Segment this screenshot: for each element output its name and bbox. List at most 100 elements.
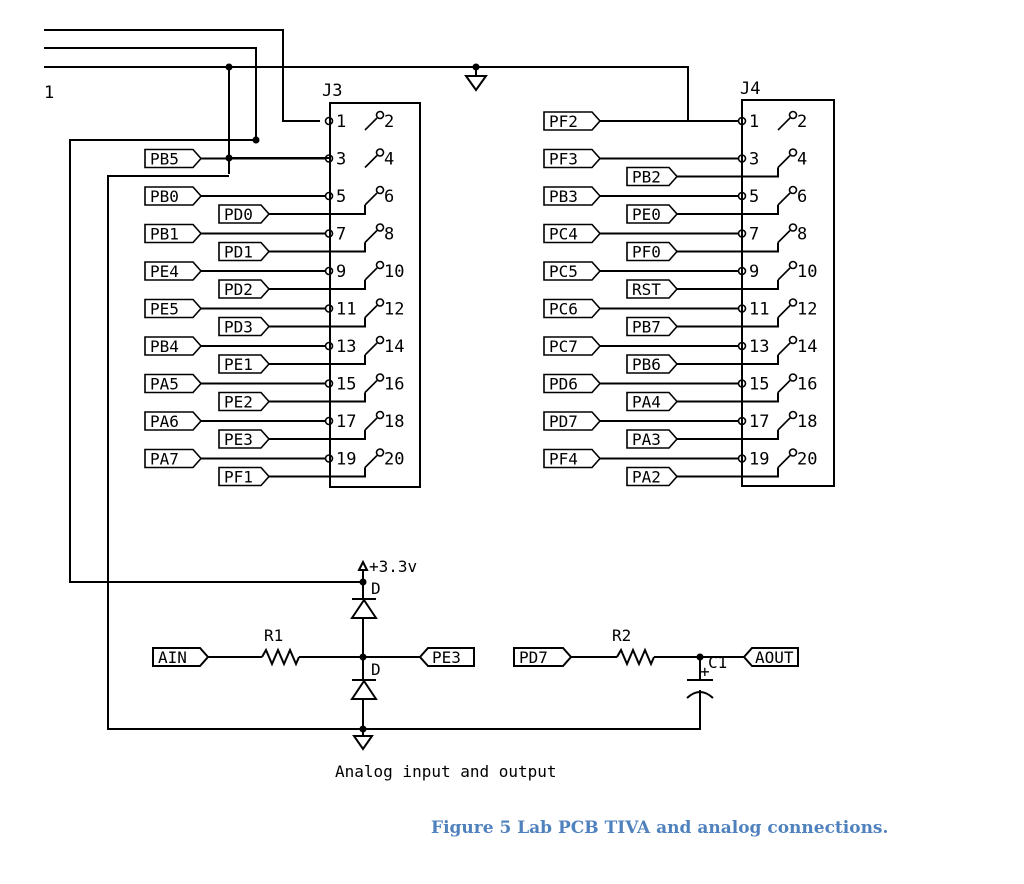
- header-j3-body: [329, 102, 421, 488]
- diode-top-icon: [350, 594, 378, 657]
- signal-label: PD6: [549, 375, 578, 394]
- signal-label: PE0: [632, 205, 661, 224]
- resistor-r1-icon: [261, 647, 300, 667]
- junction-dot: [225, 63, 233, 71]
- pin-number: 16: [384, 375, 404, 395]
- pin-number: 13: [749, 337, 769, 357]
- pin-number: 14: [384, 337, 404, 357]
- junction-dot: [252, 136, 260, 144]
- signal-port: [543, 298, 602, 319]
- pin-j4-4: [788, 148, 798, 157]
- signal-port: [543, 411, 602, 431]
- signal-label: PD1: [224, 243, 253, 262]
- signal-port: [626, 466, 679, 487]
- pin-number: 12: [384, 300, 404, 320]
- signal-label: PB7: [632, 318, 661, 337]
- signal-port: [626, 391, 679, 412]
- signal-label: PE2: [224, 393, 253, 412]
- pin-number: 2: [384, 112, 394, 132]
- pin-number: 15: [749, 375, 769, 395]
- signal-port: [543, 448, 602, 469]
- ain-label: AIN: [158, 648, 187, 667]
- pin-j3-10: [375, 260, 385, 270]
- pin-number: 3: [749, 150, 759, 170]
- signal-port: [626, 204, 679, 224]
- signal-port: [543, 261, 602, 281]
- signal-port: [144, 298, 203, 319]
- signal-label: PD3: [224, 318, 253, 337]
- pin-number: 19: [336, 450, 356, 470]
- signal-port: [626, 429, 679, 449]
- signal-port: [543, 373, 602, 394]
- pin-number: 1: [749, 112, 759, 132]
- signal-port: [626, 316, 679, 337]
- pin-number: 20: [797, 450, 817, 470]
- signal-port: [144, 148, 203, 169]
- signal-label: PC5: [549, 262, 578, 281]
- pin-j4-16: [788, 373, 798, 382]
- signal-port: [543, 336, 602, 356]
- junction-dot: [359, 725, 367, 733]
- pin-number: 18: [797, 412, 817, 432]
- top-label: 1: [44, 83, 54, 103]
- pin-number: 4: [797, 150, 807, 170]
- signal-label: PB2: [632, 168, 661, 187]
- pin-j3-4: [375, 148, 385, 157]
- signal-port: [218, 429, 271, 449]
- signal-port: [218, 466, 271, 487]
- header-j4-body: [741, 99, 835, 487]
- signal-port: [144, 411, 203, 431]
- pe3-port: [418, 647, 475, 667]
- r2-label: R2: [612, 626, 631, 645]
- signal-port: [144, 448, 203, 469]
- pin-number: 12: [797, 300, 817, 320]
- pin-number: 7: [749, 225, 759, 245]
- signal-port: [218, 391, 271, 412]
- signal-label: PF2: [549, 112, 578, 131]
- pin-number: 8: [797, 225, 807, 245]
- figure-caption: Figure 5 Lab PCB TIVA and analog connect…: [431, 818, 889, 838]
- pin-number: 9: [336, 262, 346, 282]
- pin-number: 15: [336, 375, 356, 395]
- signal-port: [626, 241, 679, 262]
- signal-label: PC7: [549, 337, 578, 356]
- pin-number: 5: [749, 187, 759, 207]
- diode-top-label: D: [371, 579, 381, 598]
- signal-port: [626, 354, 679, 374]
- signal-label: PD0: [224, 205, 253, 224]
- signal-port: [144, 223, 203, 244]
- signal-label: PB6: [632, 355, 661, 374]
- pin-number: 13: [336, 337, 356, 357]
- pin-number: 11: [749, 300, 769, 320]
- header-j3-title: J3: [322, 81, 342, 101]
- signal-label: PB4: [150, 337, 179, 356]
- signal-port: [626, 166, 679, 187]
- signal-port: [543, 148, 602, 169]
- signal-label: PB0: [150, 187, 179, 206]
- signal-label: PE1: [224, 355, 253, 374]
- pin-j4-8: [788, 223, 798, 232]
- pd7-port: [513, 647, 573, 667]
- signal-label: PB1: [150, 225, 179, 244]
- signal-label: PA7: [150, 450, 179, 469]
- pin-number: 10: [797, 262, 817, 282]
- junction-dot: [359, 578, 367, 586]
- pin-j3-6: [375, 185, 385, 195]
- signal-label: PE3: [224, 430, 253, 449]
- pin-j4-12: [788, 298, 798, 307]
- pin-number: 8: [384, 225, 394, 245]
- pin-number: 19: [749, 450, 769, 470]
- signal-port: [218, 241, 271, 262]
- pin-number: 4: [384, 150, 394, 170]
- pin-j4-14: [788, 335, 798, 345]
- ground-bottom-icon: [352, 735, 374, 751]
- pin-number: 18: [384, 412, 404, 432]
- pin-number: 9: [749, 262, 759, 282]
- pin-j3-20: [375, 448, 385, 457]
- signal-label: PF1: [224, 468, 253, 487]
- signal-label: PA6: [150, 412, 179, 431]
- signal-port: [144, 336, 203, 356]
